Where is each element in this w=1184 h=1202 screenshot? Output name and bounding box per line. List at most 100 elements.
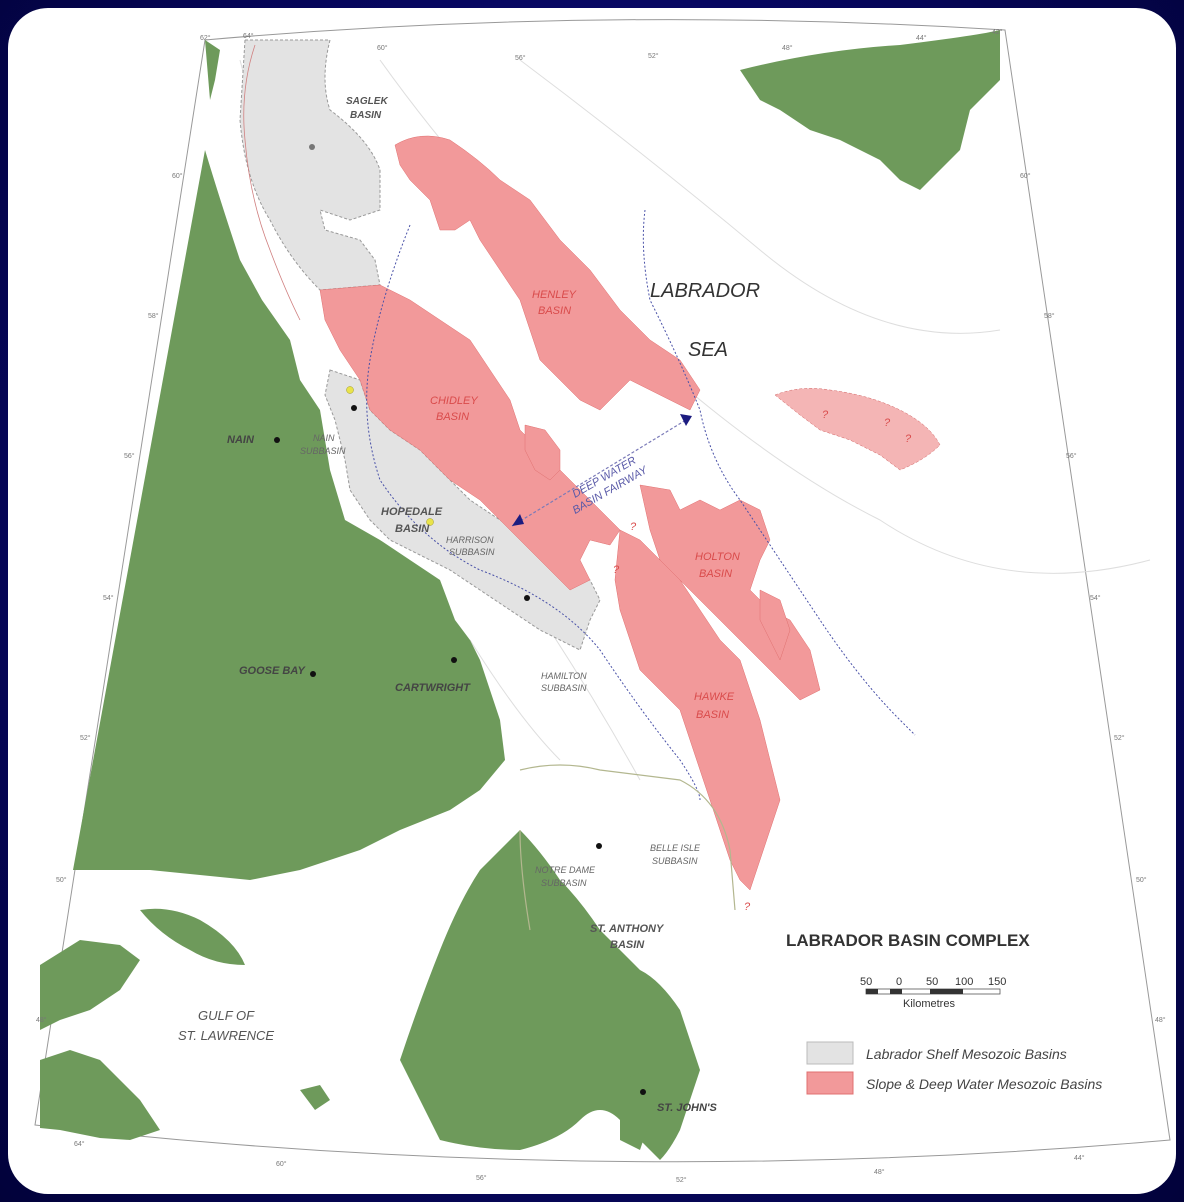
notre-dame-subbasin-label-line1: NOTRE DAME (535, 865, 596, 875)
goose-bay-city-label: GOOSE BAY (239, 665, 306, 677)
saglek-basin-label-line2: BASIN (350, 110, 382, 121)
scale-unit-label: Kilometres (903, 998, 955, 1010)
hawke-basin-label-line2: BASIN (696, 709, 729, 721)
labrador-sea-label-line1: LABRADOR (650, 280, 760, 302)
henley-basin-label-line1: HENLEY (532, 289, 577, 301)
question-mark: ? (744, 901, 751, 913)
gaspe-peninsula (40, 940, 140, 1030)
graticule-left: 60° 58° 56° 54° 52° 50° 48° (36, 172, 183, 1024)
lat-label: 48° (36, 1016, 47, 1024)
henley-basin-label-line2: BASIN (538, 305, 571, 317)
lat-label: 52° (1114, 734, 1125, 742)
map-panel: 62° 64° 60° 56° 52° 48° 44° 42° 60° 58° … (8, 8, 1176, 1194)
chidley-basin-label-line1: CHIDLEY (430, 395, 478, 407)
scale-tick-label: 50 (926, 976, 938, 988)
hawke-east (759, 589, 791, 661)
graticule-bottom: 64° 60° 56° 52° 48° 44° (74, 1140, 1085, 1184)
anticosti-island (140, 908, 245, 965)
lat-label: 56° (1066, 452, 1077, 460)
lat-label: 60° (1020, 172, 1031, 180)
harrison-subbasin-label-line1: HARRISON (446, 535, 494, 545)
lon-label: 56° (515, 54, 526, 62)
hopedale-basin-label-line2: BASIN (395, 523, 430, 535)
question-mark: ? (822, 409, 829, 421)
lat-label: 54° (1090, 594, 1101, 602)
nain-city-label: NAIN (227, 434, 255, 446)
lon-label: 62° (200, 34, 211, 42)
saglek-shelf-basin (239, 39, 381, 291)
holton-basin-label-line1: HOLTON (695, 551, 740, 563)
st-anthony-basin-label-line1: ST. ANTHONY (590, 923, 665, 935)
lon-label: 64° (74, 1140, 85, 1148)
question-mark: ? (905, 433, 912, 445)
deep-water-basins (319, 135, 941, 891)
chidley-basin-label-line2: BASIN (436, 411, 469, 423)
question-mark: ? (630, 521, 637, 533)
lon-label: 44° (1074, 1154, 1085, 1162)
scale-bar: 50 0 50 100 150 Kilometres (860, 976, 1006, 1010)
henley-basin (394, 135, 701, 411)
lon-label: 60° (377, 44, 388, 52)
lat-label: 56° (124, 452, 135, 460)
boundary-lines (366, 209, 916, 801)
land-masses (40, 30, 1000, 1160)
lat-label: 52° (80, 734, 91, 742)
deep-water-fairway-arrow (511, 414, 692, 527)
holton-basin-label-line2: BASIN (699, 568, 732, 580)
shelf-edge-lines (243, 44, 301, 321)
scale-tick-label: 150 (988, 976, 1006, 988)
lon-label: 52° (648, 52, 659, 60)
st-johns-city-label: ST. JOHN'S (657, 1102, 718, 1114)
lat-label: 48° (1155, 1016, 1166, 1024)
graticule-right: 60° 58° 56° 54° 52° 50° 48° (1020, 172, 1166, 1024)
lon-label: 52° (676, 1176, 687, 1184)
lon-label: 48° (874, 1168, 885, 1176)
harrison-subbasin-label-line2: SUBBASIN (449, 547, 495, 557)
belle-isle-subbasin-label-line1: BELLE ISLE (650, 843, 701, 853)
avalon-peninsula (620, 1070, 660, 1150)
lat-label: 50° (56, 876, 67, 884)
gulf-label-line1: GULF OF (198, 1008, 255, 1023)
st-anthony-basin-label-line2: BASIN (610, 939, 645, 951)
lat-label: 54° (103, 594, 114, 602)
labrador-sea-label-line2: SEA (688, 339, 728, 361)
greenland-tip (740, 30, 1000, 190)
labrador-mainland (73, 150, 505, 880)
legend-label-shelf: Labrador Shelf Mesozoic Basins (866, 1046, 1067, 1062)
graticule-top: 62° 64° 60° 56° 52° 48° 44° 42° (200, 28, 1003, 62)
legend-swatch-deep (806, 1071, 854, 1095)
magdalen-islands (300, 1085, 330, 1110)
hamilton-subbasin-label-line2: SUBBASIN (541, 683, 587, 693)
hawke-basin (614, 529, 781, 891)
newfoundland (400, 830, 700, 1160)
labrador-basin-map: 62° 64° 60° 56° 52° 48° 44° 42° 60° 58° … (34, 19, 1171, 1184)
chidley-basin (319, 284, 621, 591)
lon-label: 56° (476, 1174, 487, 1182)
notre-dame-subbasin-label-line2: SUBBASIN (541, 878, 587, 888)
nain-subbasin-label-line2: SUBBASIN (300, 446, 346, 456)
chidley-tail (524, 424, 561, 481)
scale-tick-label: 50 (860, 976, 872, 988)
well-markers (346, 386, 434, 526)
nova-scotia-area (40, 1050, 160, 1140)
nain-subbasin-label-line1: NAIN (313, 433, 335, 443)
gulf-label-line2: ST. LAWRENCE (178, 1028, 274, 1043)
lat-label: 60° (172, 172, 183, 180)
lon-label: 64° (243, 32, 254, 40)
lon-label: 48° (782, 44, 793, 52)
scale-tick-label: 0 (896, 976, 902, 988)
offshore-basin (774, 388, 941, 471)
uncertainty-marks: ? ? ? ? ? ? (613, 409, 912, 913)
saglek-basin-label-line1: SAGLEK (346, 96, 388, 107)
question-mark: ? (884, 417, 891, 429)
lat-label: 58° (1044, 312, 1055, 320)
legend-label-deep: Slope & Deep Water Mesozoic Basins (866, 1076, 1102, 1092)
map-title: LABRADOR BASIN COMPLEX (786, 931, 1030, 950)
southern-subbasin-outline (519, 764, 736, 931)
hopedale-basin-label-line1: HOPEDALE (381, 506, 443, 518)
hamilton-subbasin-label-line1: HAMILTON (541, 671, 587, 681)
map-boundary (34, 19, 1171, 1163)
legend: Labrador Shelf Mesozoic Basins Slope & D… (806, 1041, 1102, 1095)
labrador-coast-north (205, 40, 220, 100)
